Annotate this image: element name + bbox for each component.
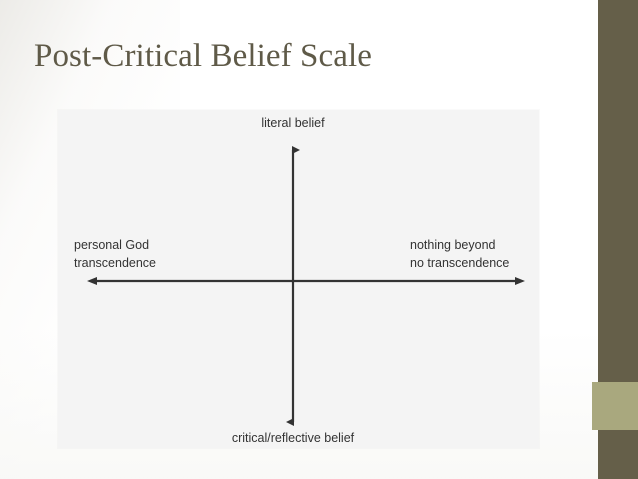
axis-label-bottom: critical/reflective belief xyxy=(232,431,355,445)
axis-label-top: literal belief xyxy=(261,116,325,130)
axes-diagram-svg: literal belief critical/reflective belie… xyxy=(74,116,525,445)
decorative-sidebar-accent xyxy=(592,382,638,430)
axis-label-right-line2: no transcendence xyxy=(410,256,509,270)
belief-scale-diagram: literal belief critical/reflective belie… xyxy=(58,110,539,448)
page-title: Post-Critical Belief Scale xyxy=(34,38,373,74)
axis-label-left-line2: transcendence xyxy=(74,256,156,270)
axis-label-left-line1: personal God xyxy=(74,238,149,252)
axis-label-right-line1: nothing beyond xyxy=(410,238,496,252)
